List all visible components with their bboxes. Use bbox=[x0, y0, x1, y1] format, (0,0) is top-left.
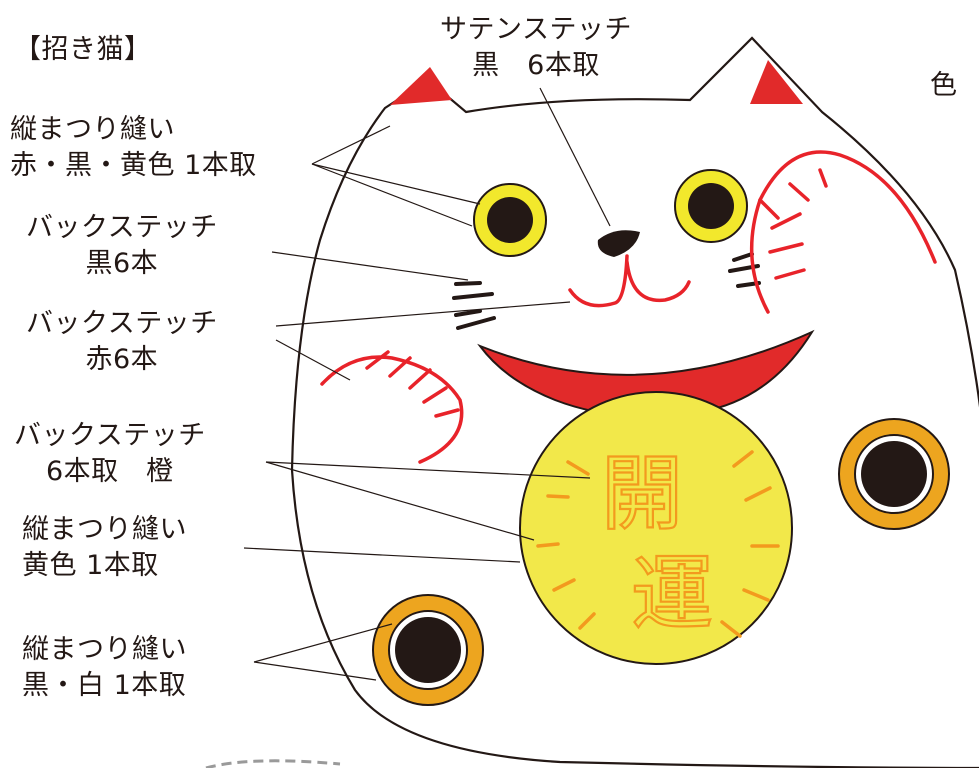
right-eye-pupil bbox=[688, 183, 734, 229]
label-satin-line1: サテンステッチ bbox=[440, 14, 632, 45]
right-spot-center bbox=[861, 441, 927, 507]
bottom-dashed-stitch bbox=[205, 759, 341, 768]
partial-label: 色 bbox=[930, 68, 958, 104]
label-spots-line1: 縦まつり縫い bbox=[22, 634, 187, 665]
label-mouth-paw: バックステッチ 赤6本 bbox=[26, 306, 218, 378]
label-coin-lines-line1: バックステッチ bbox=[14, 420, 206, 451]
coin bbox=[519, 391, 793, 665]
label-mouth-paw-line2: 赤6本 bbox=[85, 344, 159, 375]
mouth bbox=[568, 254, 691, 308]
left-eye-pupil bbox=[487, 197, 533, 243]
coin-char-2: 運 bbox=[631, 547, 713, 642]
leader-lines bbox=[243, 87, 611, 681]
coin-rays bbox=[536, 450, 780, 638]
label-ears-eyes: 縦まつり縫い 赤・黒・黄色 1本取 bbox=[10, 112, 257, 184]
label-mouth-paw-line1: バックステッチ bbox=[26, 308, 218, 339]
right-paw-stitch bbox=[749, 150, 937, 314]
left-paw-stitch bbox=[320, 350, 464, 464]
label-satin-line2: 黒 6本取 bbox=[472, 50, 600, 81]
title: 【招き猫】 bbox=[14, 32, 152, 68]
label-coin-line1: 縦まつり縫い bbox=[22, 514, 187, 545]
label-coin-lines-line2: 6本取 橙 bbox=[46, 456, 174, 487]
right-ear-fill bbox=[750, 60, 803, 104]
partial-label-text: 色 bbox=[930, 70, 958, 101]
title-text: 【招き猫】 bbox=[14, 34, 152, 65]
label-coin: 縦まつり縫い 黄色 1本取 bbox=[22, 512, 187, 584]
label-whiskers-line2: 黒6本 bbox=[85, 248, 159, 279]
label-ears-eyes-line2: 赤・黒・黄色 1本取 bbox=[10, 150, 257, 181]
label-whiskers-line1: バックステッチ bbox=[26, 212, 218, 243]
left-whiskers bbox=[452, 281, 496, 330]
left-spot-center bbox=[395, 617, 461, 683]
label-satin: サテンステッチ 黒 6本取 bbox=[440, 12, 632, 84]
collar bbox=[477, 329, 815, 418]
coin-char-1: 開 bbox=[601, 447, 683, 542]
label-spots: 縦まつり縫い 黒・白 1本取 bbox=[22, 632, 187, 704]
label-spots-line2: 黒・白 1本取 bbox=[22, 670, 187, 701]
label-coin-line2: 黄色 1本取 bbox=[22, 550, 159, 581]
left-ear-fill bbox=[390, 67, 452, 105]
nose bbox=[597, 230, 640, 257]
label-whiskers: バックステッチ 黒6本 bbox=[26, 210, 218, 282]
label-coin-lines: バックステッチ 6本取 橙 bbox=[14, 418, 206, 490]
label-ears-eyes-line1: 縦まつり縫い bbox=[10, 114, 175, 145]
